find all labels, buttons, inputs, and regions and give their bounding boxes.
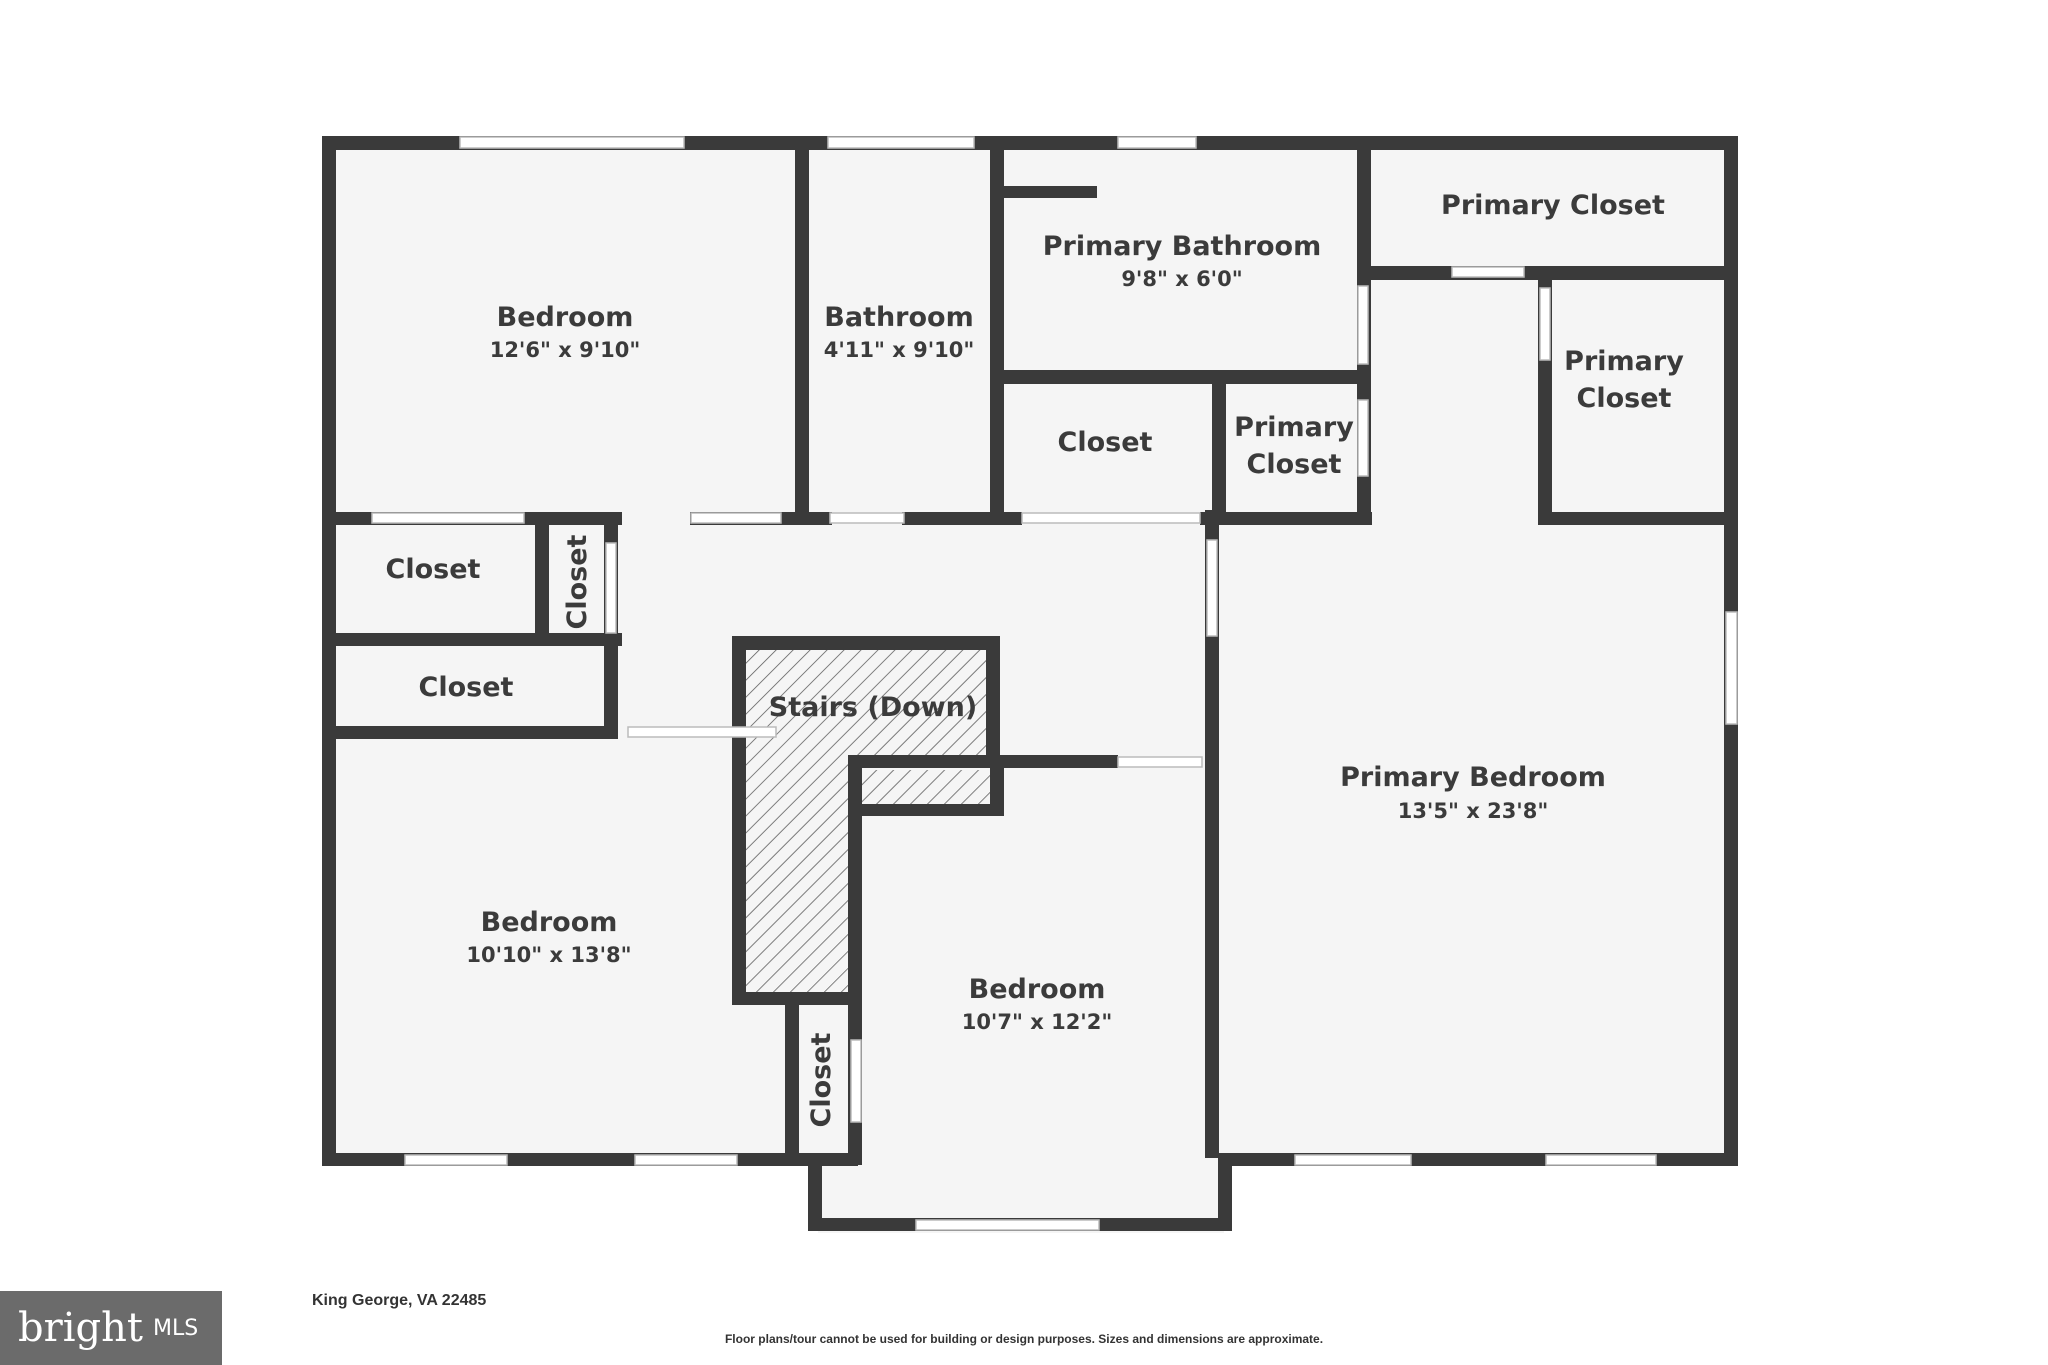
room-name: Bedroom	[969, 974, 1106, 1005]
room-name-line2: Closet	[1577, 383, 1672, 414]
room-primary-closet-right: Primary Closet	[1564, 346, 1684, 414]
room-name: Primary Bathroom	[1043, 231, 1322, 262]
room-dimensions: 9'8" x 6'0"	[1121, 267, 1242, 291]
logo-mls: MLS	[152, 1315, 199, 1341]
stairs-landing-hatch	[862, 770, 992, 804]
disclaimer: Floor plans/tour cannot be used for buil…	[724, 1332, 1324, 1346]
room-name: Bathroom	[824, 302, 973, 333]
windows	[404, 136, 1738, 1231]
stairs-hatch	[745, 650, 992, 998]
room-name-line1: Primary	[1564, 346, 1684, 377]
room-dimensions: 13'5" x 23'8"	[1398, 799, 1549, 823]
footer-address: King George, VA 22485	[312, 1292, 487, 1309]
room-primary-bedroom: Primary Bedroom 13'5" x 23'8"	[1340, 762, 1606, 823]
room-name-line1: Primary	[1234, 412, 1354, 443]
room-dimensions: 12'6" x 9'10"	[490, 338, 641, 362]
room-closet-mid: Closet	[1058, 427, 1153, 458]
room-bedroom-top-left: Bedroom 12'6" x 9'10"	[490, 302, 641, 362]
room-stairs: Stairs (Down)	[769, 692, 977, 723]
room-primary-bathroom: Primary Bathroom 9'8" x 6'0"	[1043, 231, 1322, 291]
room-dimensions: 10'10" x 13'8"	[466, 943, 631, 967]
logo-word: bright	[18, 1305, 143, 1351]
room-name: Primary Bedroom	[1340, 762, 1606, 793]
room-dimensions: 10'7" x 12'2"	[962, 1010, 1113, 1034]
room-closet-left-top: Closet	[386, 554, 481, 585]
room-bedroom-bottom-left: Bedroom 10'10" x 13'8"	[466, 907, 631, 967]
room-name: Bedroom	[481, 907, 618, 938]
room-closet-vertical-top: Closet	[562, 534, 593, 629]
bright-mls-logo: bright MLS	[0, 1291, 222, 1365]
room-bedroom-bottom-mid: Bedroom 10'7" x 12'2"	[962, 974, 1113, 1034]
room-primary-closet-top: Primary Closet	[1441, 190, 1665, 221]
room-closet-vertical-bottom: Closet	[806, 1032, 837, 1127]
room-bathroom: Bathroom 4'11" x 9'10"	[824, 302, 975, 362]
doors	[371, 266, 1551, 1123]
floor-areas	[330, 142, 1730, 1233]
room-dimensions: 4'11" x 9'10"	[824, 338, 975, 362]
room-name: Bedroom	[497, 302, 634, 333]
room-closet-left-mid: Closet	[419, 672, 514, 703]
room-name-line2: Closet	[1247, 449, 1342, 480]
room-primary-closet-small: Primary Closet	[1234, 412, 1354, 480]
